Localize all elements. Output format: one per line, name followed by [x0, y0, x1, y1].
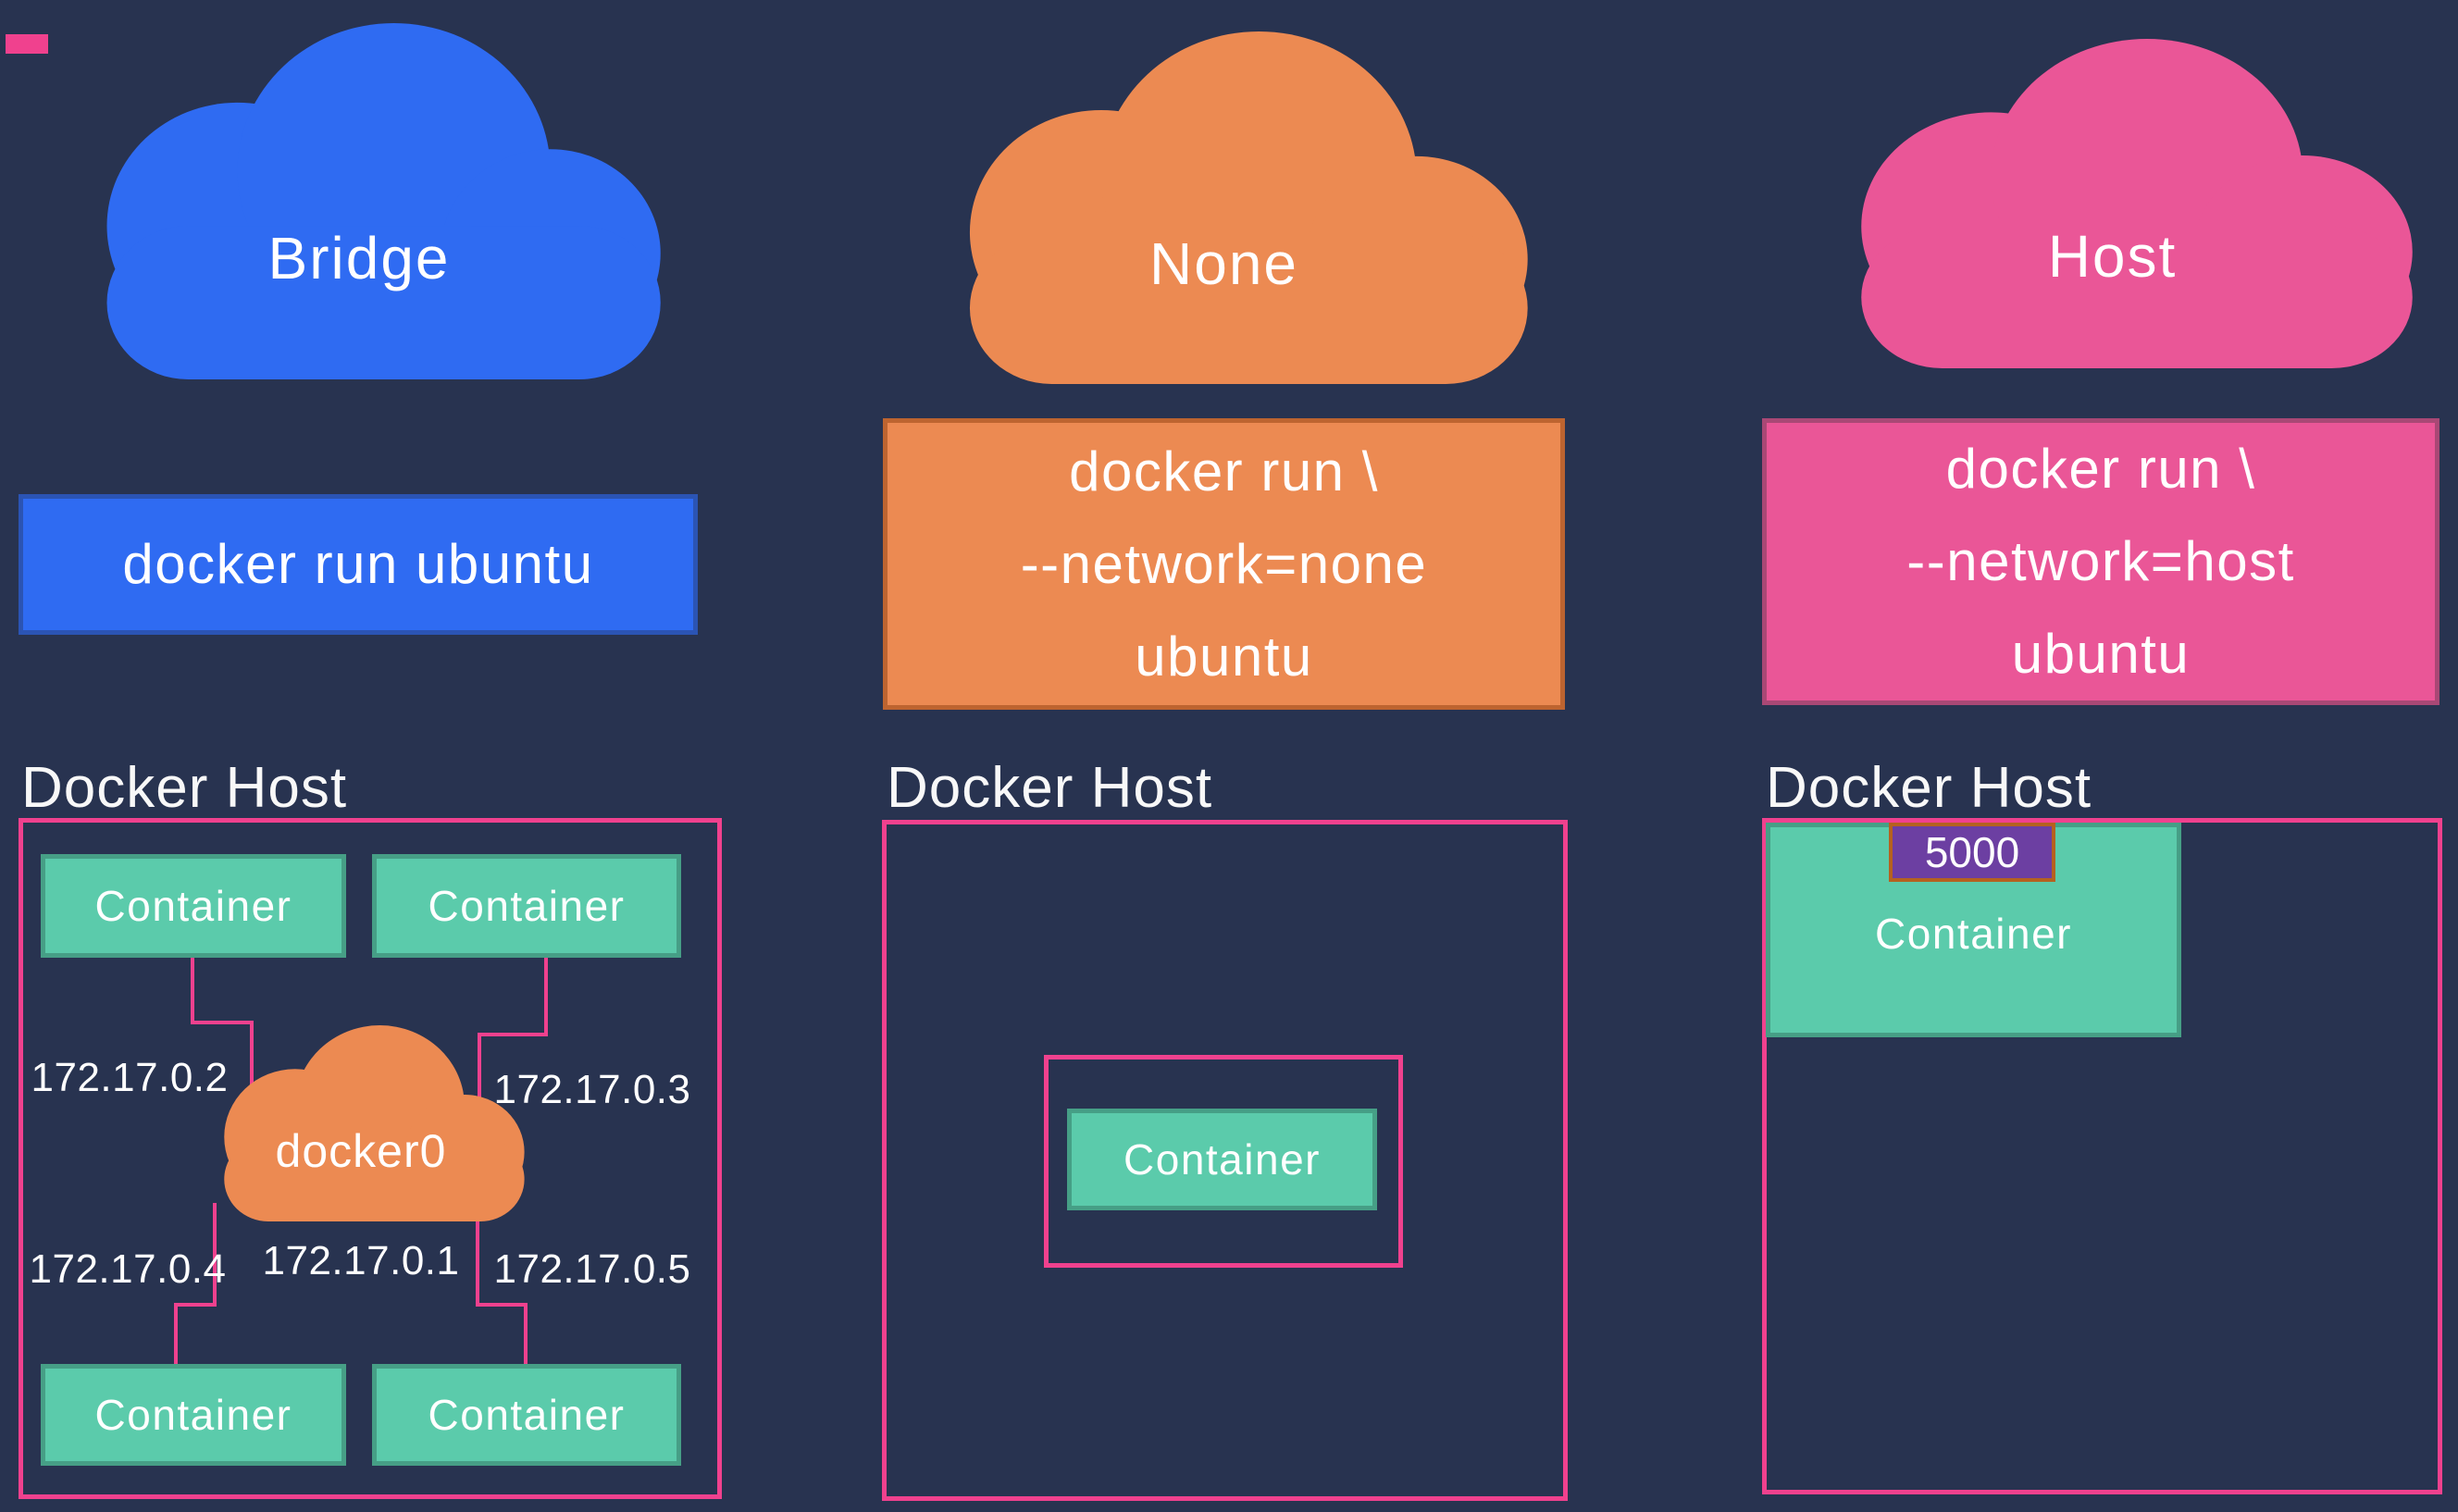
connector-line — [524, 1303, 528, 1366]
none-command-line: --network=none — [1020, 532, 1428, 595]
port-number: 5000 — [1924, 828, 2020, 876]
host-cloud-label: Host — [2047, 222, 2178, 290]
host-docker-host-label: Docker Host — [1766, 756, 2092, 820]
connector-line — [191, 1021, 254, 1024]
ip-address-label: 172.17.0.4 — [29, 1246, 227, 1292]
container-label: Container — [428, 1391, 626, 1439]
host-docker-host-box — [1762, 818, 2442, 1494]
connector-line — [213, 1203, 217, 1307]
bridge-container-1: Container — [41, 854, 346, 958]
connector-line — [478, 1033, 548, 1036]
host-command-box: docker run \ --network=host ubuntu — [1762, 418, 2439, 705]
host-network-cloud: Host — [1806, 39, 2418, 368]
host-command-line: docker run \ — [1945, 438, 2256, 500]
bridge-docker-host-label: Docker Host — [21, 756, 348, 820]
ip-address-label: 172.17.0.3 — [493, 1067, 691, 1112]
bridge-container-2: Container — [372, 854, 681, 958]
docker0-label: docker0 — [275, 1124, 447, 1177]
none-docker-host-box — [882, 820, 1568, 1501]
none-command-line: ubuntu — [1135, 625, 1313, 688]
none-isolation-box — [1044, 1055, 1403, 1268]
ip-address-label: 172.17.0.1 — [262, 1238, 460, 1283]
bridge-docker-host-box — [19, 818, 722, 1499]
connector-line — [476, 1203, 479, 1307]
cloud-icon — [914, 31, 1533, 384]
host-command-line: ubuntu — [2011, 623, 2191, 685]
none-cloud-label: None — [1149, 230, 1298, 298]
bridge-container-3: Container — [41, 1364, 346, 1466]
container-label: Container — [428, 882, 626, 930]
connector-line — [544, 958, 548, 1036]
none-docker-host-label: Docker Host — [887, 756, 1213, 820]
connector-line — [476, 1303, 528, 1307]
container-label: Container — [94, 1391, 292, 1439]
host-command-line: --network=host — [1906, 530, 2295, 592]
none-container: Container — [1067, 1109, 1377, 1210]
docker0-bridge-cloud: docker0 — [194, 1025, 528, 1221]
container-label: Container — [94, 882, 292, 930]
connector-line — [191, 958, 194, 1024]
bridge-command-line: docker run ubuntu — [122, 533, 594, 595]
slide-accent-dash — [6, 34, 48, 54]
connector-line — [250, 1021, 254, 1095]
none-network-cloud: None — [914, 31, 1533, 384]
connector-line — [174, 1303, 217, 1307]
bridge-cloud-label: Bridge — [267, 225, 451, 292]
none-command-line: docker run \ — [1069, 440, 1379, 502]
none-command-box: docker run \ --network=none ubuntu — [883, 418, 1565, 710]
bridge-network-cloud: Bridge — [52, 23, 666, 379]
container-label: Container — [1875, 910, 2072, 959]
host-port-badge: 5000 — [1889, 823, 2055, 882]
connector-line — [478, 1033, 481, 1116]
ip-address-label: 172.17.0.5 — [493, 1246, 691, 1292]
connector-line — [174, 1303, 178, 1366]
ip-address-label: 172.17.0.2 — [31, 1055, 229, 1100]
cloud-icon — [1806, 39, 2418, 368]
bridge-command-box: docker run ubuntu — [19, 494, 698, 635]
bridge-container-4: Container — [372, 1364, 681, 1466]
cloud-icon — [52, 23, 666, 379]
container-label: Container — [1123, 1135, 1321, 1184]
